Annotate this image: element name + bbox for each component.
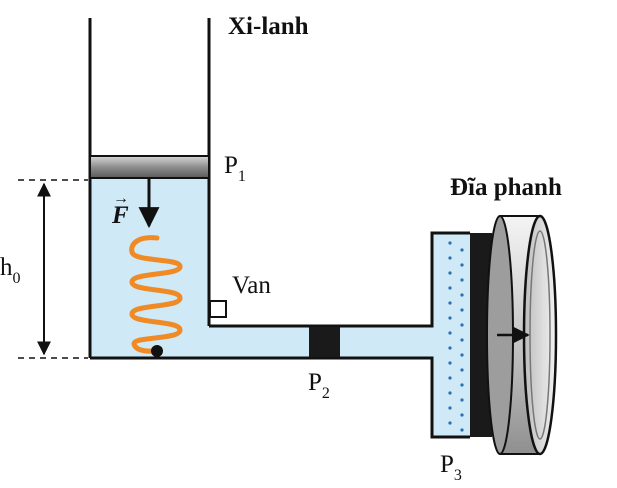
pipe-outline — [90, 231, 470, 439]
height-letter: h — [0, 254, 13, 281]
spring — [129, 235, 183, 354]
piston-p1-label: P1 — [224, 152, 246, 185]
valve-label: Van — [232, 272, 271, 299]
piston-p1 — [89, 155, 210, 179]
piston-p3-letter: P — [440, 451, 454, 478]
piston-p1-letter: P — [224, 152, 238, 179]
piston-p3-subscript: 3 — [453, 467, 462, 484]
force-label: → F — [112, 191, 129, 229]
vector-arrow-icon: → — [113, 190, 129, 207]
cylinder-label: Xi-lanh — [228, 13, 309, 40]
piston-p2 — [309, 327, 340, 357]
piston-p2-letter: P — [308, 369, 322, 396]
piston-p2-subscript: 2 — [321, 385, 330, 402]
piston-p2-label: P2 — [308, 369, 330, 402]
force-letter: F — [112, 202, 129, 229]
piston-p3-label: P3 — [440, 451, 462, 484]
height-label: h0 — [0, 254, 21, 287]
height-subscript: 0 — [12, 270, 21, 287]
brake-disc-label: Đĩa phanh — [450, 174, 562, 201]
piston-p1-subscript: 1 — [237, 168, 246, 185]
valve — [209, 300, 227, 318]
brake-fluid — [90, 178, 470, 437]
brake-pad — [470, 233, 492, 437]
spring-anchor — [151, 345, 163, 357]
piston-p3-dots — [448, 241, 464, 432]
